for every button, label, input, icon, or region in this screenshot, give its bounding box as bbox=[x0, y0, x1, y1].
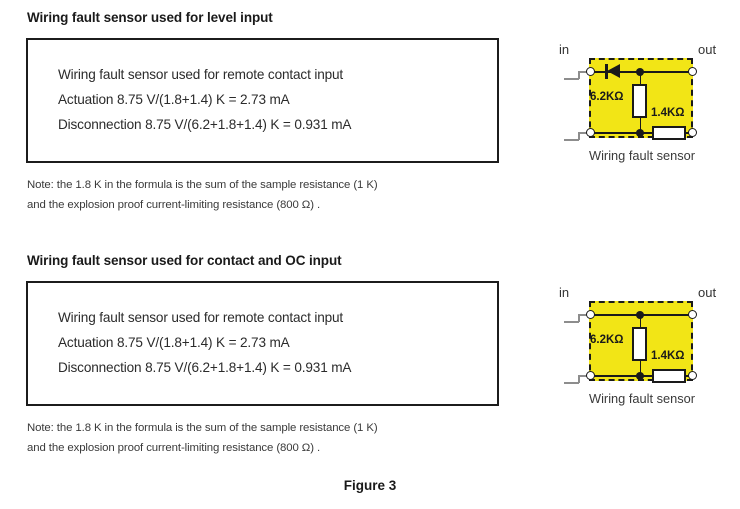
terminal-top-right bbox=[688, 67, 697, 76]
terminal-bottom-left bbox=[586, 371, 595, 380]
formula-line-actuation: Actuation 8.75 V/(1.8+1.4) K = 2.73 mA bbox=[58, 335, 290, 350]
section-heading: Wiring fault sensor used for contact and… bbox=[27, 253, 342, 268]
resistor-1k4-symbol bbox=[652, 369, 686, 383]
formula-line-description: Wiring fault sensor used for remote cont… bbox=[58, 310, 344, 325]
terminal-top-left bbox=[586, 67, 595, 76]
note-block: Note: the 1.8 K in the formula is the su… bbox=[27, 176, 497, 215]
formula-line-disconnection: Disconnection 8.75 V/(6.2+1.8+1.4) K = 0… bbox=[58, 117, 352, 132]
formula-lines: Wiring fault sensor used for remote cont… bbox=[58, 62, 489, 137]
terminal-top-left bbox=[586, 310, 595, 319]
junction-dot-top bbox=[636, 68, 644, 76]
formula-line-description: Wiring fault sensor used for remote cont… bbox=[58, 67, 344, 82]
junction-dot-bottom bbox=[636, 372, 644, 380]
circuit-caption: Wiring fault sensor bbox=[589, 148, 695, 163]
resistor-1k4-label: 1.4KΩ bbox=[651, 350, 685, 362]
note-line-2: and the explosion proof current-limiting… bbox=[27, 441, 321, 454]
resistor-6k2-symbol bbox=[632, 84, 647, 118]
formula-lines: Wiring fault sensor used for remote cont… bbox=[58, 305, 489, 380]
note-line-1: Note: the 1.8 K in the formula is the su… bbox=[27, 422, 378, 434]
section-heading: Wiring fault sensor used for level input bbox=[27, 10, 273, 25]
formula-line-actuation: Actuation 8.75 V/(1.8+1.4) K = 2.73 mA bbox=[58, 92, 290, 107]
terminal-label-in: in bbox=[559, 285, 570, 300]
diode-symbol bbox=[603, 64, 625, 79]
junction-dot-top bbox=[636, 311, 644, 319]
terminal-label-out: out bbox=[698, 42, 717, 57]
terminal-top-right bbox=[688, 310, 697, 319]
terminal-label-in: in bbox=[559, 42, 570, 57]
note-line-2: and the explosion proof current-limiting… bbox=[27, 198, 321, 211]
resistor-6k2-symbol bbox=[632, 327, 647, 361]
formula-box: Wiring fault sensor used for remote cont… bbox=[26, 38, 499, 163]
resistor-1k4-symbol bbox=[652, 126, 686, 140]
resistor-6k2-label: 6.2KΩ bbox=[590, 91, 624, 103]
note-block: Note: the 1.8 K in the formula is the su… bbox=[27, 419, 497, 458]
resistor-6k2-label: 6.2KΩ bbox=[590, 334, 624, 346]
junction-dot-bottom bbox=[636, 129, 644, 137]
resistor-1k4-label: 1.4KΩ bbox=[651, 107, 685, 119]
terminal-bottom-left bbox=[586, 128, 595, 137]
terminal-label-out: out bbox=[698, 285, 717, 300]
circuit-diagram: in out 6.2KΩ 1.4KΩ bbox=[556, 42, 728, 174]
terminal-bottom-right bbox=[688, 128, 697, 137]
note-line-1: Note: the 1.8 K in the formula is the su… bbox=[27, 179, 378, 191]
terminal-bottom-right bbox=[688, 371, 697, 380]
circuit-diagram: in out 6.2KΩ 1.4KΩ Wiring fault sensor bbox=[556, 285, 728, 417]
figure-caption: Figure 3 bbox=[343, 478, 397, 493]
circuit-caption: Wiring fault sensor bbox=[589, 391, 695, 406]
formula-box: Wiring fault sensor used for remote cont… bbox=[26, 281, 499, 406]
formula-line-disconnection: Disconnection 8.75 V/(6.2+1.8+1.4) K = 0… bbox=[58, 360, 352, 375]
